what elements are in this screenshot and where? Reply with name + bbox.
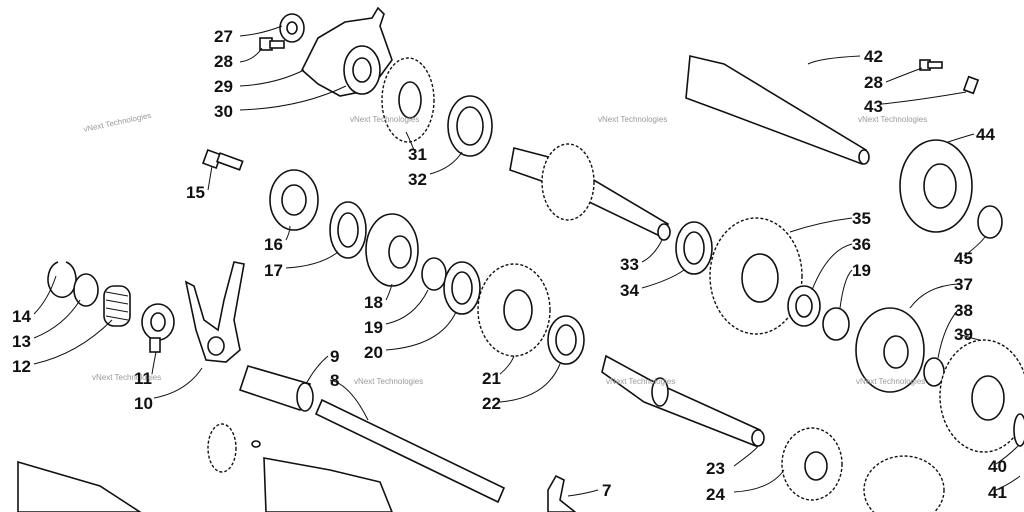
part-31-gear [381, 57, 435, 143]
callout-number: 34 [620, 281, 639, 300]
part-17-washer [329, 201, 367, 259]
callout-number: 20 [364, 343, 383, 362]
callout-number: 24 [706, 485, 725, 504]
callout-number: 40 [988, 457, 1007, 476]
part-24-gear [781, 427, 843, 501]
callout-numbers: 27 28 29 30 31 32 15 16 17 14 13 12 11 1… [12, 27, 1007, 504]
leader-lines [33, 25, 1021, 497]
part-11-collar [141, 303, 175, 353]
callout-number: 44 [976, 125, 995, 144]
part-34-washer [675, 221, 713, 275]
callout-number: 23 [706, 459, 725, 478]
watermark-text: vNext Technologies [83, 111, 153, 134]
callout-number: 33 [620, 255, 639, 274]
watermark-text: vNext Technologies [354, 377, 423, 386]
callout-number: 13 [12, 332, 31, 351]
part-35-gear [709, 217, 803, 335]
part-12-spring [103, 285, 131, 327]
callout-number: 27 [214, 27, 233, 46]
callout-number: 35 [852, 209, 871, 228]
part-9-sleeve [238, 365, 314, 412]
part-27-nut [279, 13, 305, 43]
part-23-shaft [601, 354, 765, 448]
part-28-bolt [259, 37, 285, 51]
watermark-text: vNext Technologies [92, 373, 161, 382]
callout-number: 10 [134, 394, 153, 413]
part-44-bearing [899, 139, 973, 233]
part-32-washer [447, 95, 493, 157]
part-22-washer [547, 315, 585, 365]
watermark-text: vNext Technologies [350, 115, 419, 124]
callout-number: 17 [264, 261, 283, 280]
part-43-clip [962, 75, 980, 95]
part-42-main-shaft [685, 55, 870, 166]
part-28-bolt-right [919, 59, 943, 71]
callout-number: 28 [214, 52, 233, 71]
callout-number: 28 [864, 73, 883, 92]
part-shift-drum [263, 457, 393, 512]
part-19-snap-ring [421, 257, 447, 291]
part-counter-shaft [509, 143, 671, 241]
callout-number: 16 [264, 235, 283, 254]
watermark-text: vNext Technologies [856, 377, 925, 386]
callout-number: 38 [954, 301, 973, 320]
watermark-text: vNext Technologies [606, 377, 675, 386]
part-36-spline-washer [787, 285, 821, 327]
callout-number: 30 [214, 102, 233, 121]
callout-number: 36 [852, 235, 871, 254]
part-10-shift-fork [184, 261, 245, 363]
part-39-gear [939, 339, 1024, 453]
callout-number: 11 [134, 369, 152, 388]
callout-number: 43 [864, 97, 883, 116]
watermark-text: vNext Technologies [858, 115, 927, 124]
callout-number: 12 [12, 357, 31, 376]
part-13-ring [73, 273, 99, 307]
part-45-circlip [977, 205, 1003, 239]
part-16-bearing [269, 169, 319, 231]
callout-number: 31 [408, 145, 427, 164]
callout-number: 19 [364, 318, 383, 337]
part-21-gear [477, 263, 551, 357]
callout-number: 18 [364, 293, 383, 312]
callout-number: 45 [954, 249, 973, 268]
part-7-fork [547, 474, 577, 512]
callout-number: 21 [482, 369, 501, 388]
part-input-shaft-bottom [17, 460, 142, 512]
callout-number: 32 [408, 170, 427, 189]
callout-number: 42 [864, 47, 883, 66]
callout-number: 37 [954, 275, 973, 294]
part-small-gear-bottom [207, 423, 261, 473]
callout-number: 15 [186, 183, 205, 202]
part-15-bolt [202, 149, 244, 171]
callout-number: 29 [214, 77, 233, 96]
callout-number: 7 [602, 481, 611, 500]
part-14-circlip [47, 261, 77, 299]
callout-number: 39 [954, 325, 973, 344]
watermark-text: vNext Technologies [598, 115, 667, 124]
part-8-shaft [314, 398, 506, 504]
callout-number: 22 [482, 394, 501, 413]
callout-number: 19 [852, 261, 871, 280]
part-20-washer [443, 261, 481, 315]
callout-number: 9 [330, 347, 339, 366]
part-19-snap-ring-right [822, 307, 850, 341]
part-30-bearing [343, 45, 381, 95]
callout-number: 8 [330, 371, 339, 390]
callout-number: 41 [988, 483, 1007, 502]
part-37-dog-clutch [855, 307, 925, 393]
callout-number: 14 [12, 307, 31, 326]
part-gear-bottom-right [863, 413, 1024, 512]
part-18-dog-clutch [365, 213, 419, 287]
